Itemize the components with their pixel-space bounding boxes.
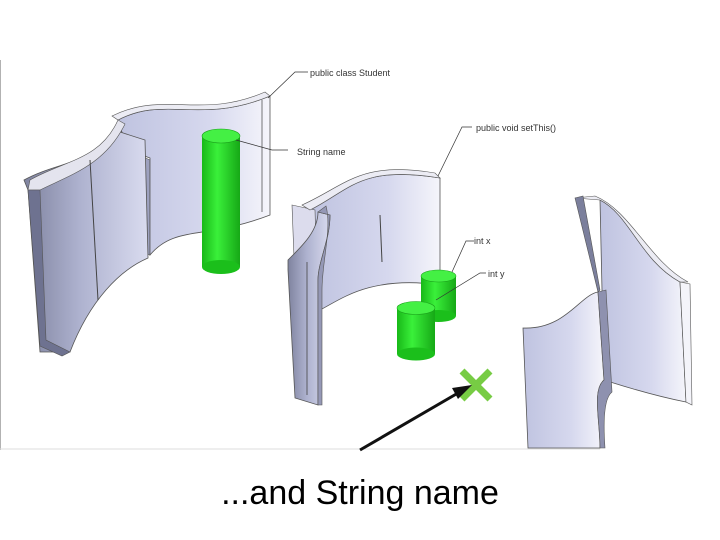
callout-leaders	[235, 71, 486, 301]
method-wall-setthis	[287, 169, 441, 406]
slide-caption: ...and String name	[221, 474, 499, 512]
string-name-cylinder	[201, 128, 241, 274]
x-marker-icon	[459, 368, 493, 402]
callout-method-label: public void setThis()	[476, 123, 556, 133]
arrow-icon	[359, 385, 472, 452]
callout-int-y-label: int y	[488, 269, 505, 279]
callout-class-label: public class Student	[310, 68, 391, 78]
callout-int-x-label: int x	[474, 236, 491, 246]
int-y-cylinder	[396, 301, 436, 361]
third-wall	[522, 195, 693, 449]
callout-string-label: String name	[297, 147, 346, 157]
